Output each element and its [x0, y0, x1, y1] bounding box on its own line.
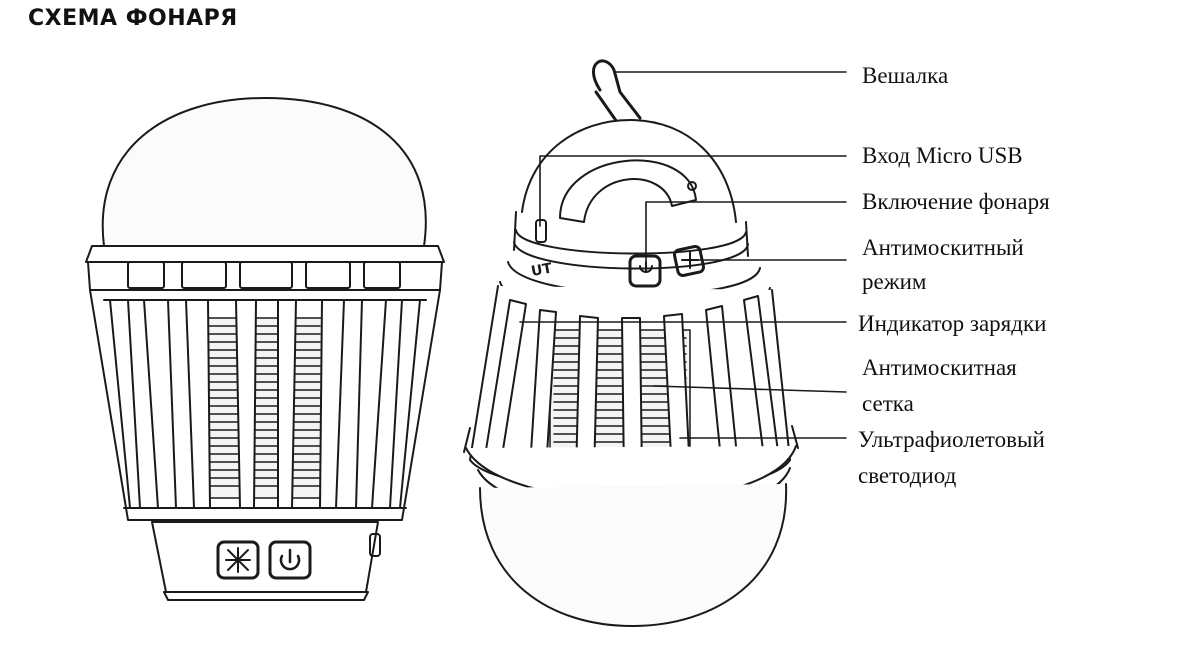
left-base: [151, 521, 379, 593]
left-dome: [101, 97, 427, 247]
right-bottom-dome: [479, 483, 788, 627]
label-mosquito-mode-line2: режим: [862, 269, 927, 294]
left-usb-port: [369, 533, 381, 557]
left-inner-coil: [203, 317, 325, 499]
lantern-angled-view: UT: [463, 59, 799, 627]
label-hanger: Вешалка: [862, 63, 949, 88]
left-band-tabs: [127, 261, 401, 289]
leader-power: [645, 201, 847, 263]
leader-mesh: [653, 385, 847, 393]
right-cage-bars: [485, 295, 779, 479]
hanger-hook: [592, 59, 642, 120]
label-mosquito-mode-line1: Антимоскитный: [862, 235, 1024, 260]
engraving-text: UT: [530, 260, 554, 279]
left-top-band: [85, 245, 445, 263]
label-usb-input: Вход Micro USB: [862, 143, 1023, 168]
leader-lines: [519, 71, 847, 439]
leader-usb: [539, 155, 847, 227]
label-mesh-line2: сетка: [862, 391, 914, 416]
lantern-side-view: [85, 97, 445, 601]
right-usb-port: [535, 219, 547, 243]
right-power-button: [628, 254, 662, 288]
label-mesh-line1: Антимоскитная: [862, 355, 1017, 380]
right-handle: [559, 159, 697, 223]
label-power: Включение фонаря: [862, 189, 1050, 214]
label-uv-led-line2: светодиод: [858, 463, 957, 488]
page-title: СХЕМА ФОНАРЯ: [28, 6, 238, 31]
label-uv-led-line1: Ультрафиолетовый: [858, 427, 1045, 452]
power-icon: [268, 540, 312, 580]
mosquito-mode-icon: [216, 540, 260, 580]
label-charge-indicator: Индикатор зарядки: [858, 311, 1047, 336]
